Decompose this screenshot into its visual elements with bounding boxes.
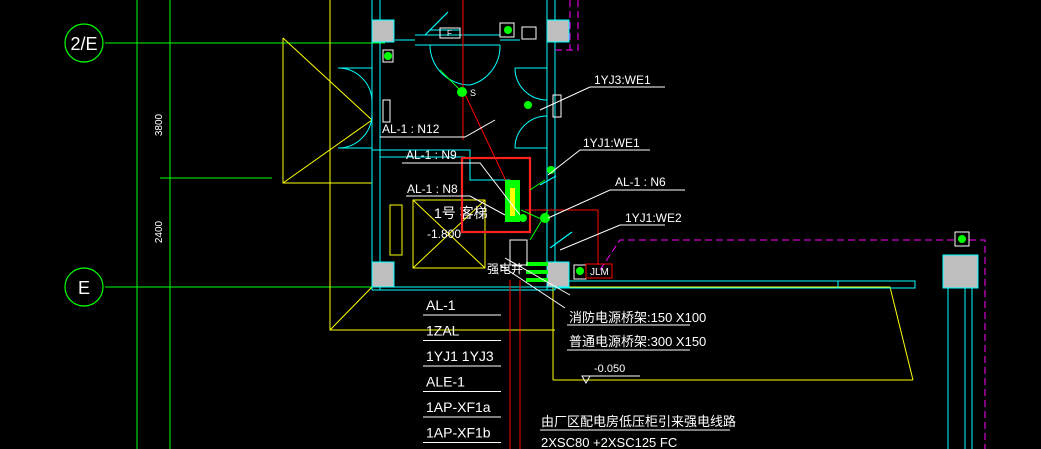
label-al1-n6: AL-1 : N6 <box>615 175 666 189</box>
dimension-upper: 3800 <box>154 113 165 136</box>
fire-tray-label: 消防电源桥架:150 X100 <box>569 310 706 325</box>
grid-bubble-lower: E <box>64 267 104 307</box>
green-leaders <box>439 69 549 241</box>
label-1yj1-we1: 1YJ1:WE1 <box>583 136 640 150</box>
shaft-equipment <box>505 180 548 282</box>
label-al1-n8: AL-1 : N8 <box>407 182 458 196</box>
panel-list-item: 1ZAL <box>426 323 460 339</box>
label-1yj3-we1: 1YJ3:WE1 <box>594 73 651 87</box>
grid-bubble-upper: 2/E <box>64 23 104 63</box>
small-f-label: F <box>447 29 452 38</box>
panel-list-item: AL-1 <box>426 297 456 313</box>
level-label: -0.050 <box>594 363 625 375</box>
panel-list-item: 1AP-XF1a <box>426 399 491 415</box>
elevator-level: -1.800 <box>427 227 461 241</box>
fixtures <box>382 22 970 280</box>
cable-spec-label: 2XSC80 +2XSC125 FC <box>541 435 677 449</box>
door-swings <box>337 44 548 149</box>
incoming-line-label: 由厂区配电房低压柜引来强电线路 <box>541 414 736 429</box>
jlm-box <box>585 263 613 279</box>
grid-axis-label-upper: 2/E <box>70 34 97 54</box>
white-leaders <box>380 86 730 431</box>
f-box <box>439 27 461 39</box>
cyan-fixtures <box>424 11 573 249</box>
structural-columns <box>371 19 979 289</box>
label-1yj1-we2: 1YJ1:WE2 <box>625 211 682 225</box>
dimension-lower: 2400 <box>154 220 165 243</box>
magenta-dashed <box>555 0 986 449</box>
grid-axes <box>105 0 385 449</box>
elevator-shaft <box>389 199 486 269</box>
yellow-outline <box>282 0 914 381</box>
label-al1-n12: AL-1 : N12 <box>382 122 440 136</box>
jlm-label: JLM <box>590 267 609 278</box>
green-dots <box>384 26 966 275</box>
switch-label: S <box>470 88 476 98</box>
grid-axis-label-lower: E <box>78 278 90 298</box>
label-al1-n9: AL-1 : N9 <box>406 148 457 162</box>
shaft-label: 强电井 <box>487 262 523 276</box>
panel-list-item: 1AP-XF1b <box>426 425 491 441</box>
panel-list-item: ALE-1 <box>426 374 465 390</box>
elevator-label: 1号 客梯 <box>434 205 488 221</box>
panel-list-item: 1YJ1 1YJ3 <box>426 348 494 364</box>
level-marker <box>581 375 591 385</box>
highlight-box <box>460 156 532 234</box>
normal-tray-label: 普通电源桥架:300 X150 <box>569 334 706 349</box>
